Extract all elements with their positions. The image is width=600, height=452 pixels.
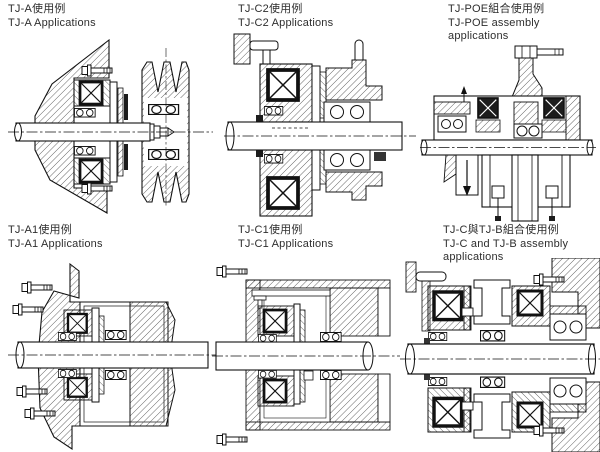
bearing-icon (319, 370, 342, 380)
tj-poe-drum (443, 154, 571, 222)
bearing-icon (427, 332, 448, 341)
title-zh: TJ-A1使用例 (8, 224, 72, 236)
bolt-icon (216, 433, 248, 446)
tj-cb-upper-assembly (424, 279, 587, 344)
tj-poe-drawing (420, 45, 596, 222)
bearing-icon (104, 370, 127, 380)
tj-c2-torque-arm (233, 33, 279, 65)
label-tj-a: TJ-A使用例 TJ-A Applications (8, 3, 96, 30)
title-zh: TJ-C2使用例 (238, 3, 303, 15)
tj-cb-drawing (400, 258, 600, 452)
tj-a-drawing (8, 38, 213, 214)
bearing-icon (57, 332, 77, 341)
bearing-icon (263, 154, 284, 164)
title-zh: TJ-POE組合使用例 (448, 3, 545, 15)
bolt-icon (21, 281, 53, 294)
title-en: TJ-A Applications (8, 16, 96, 29)
label-tj-cb: TJ-C與TJ-B組合使用例 TJ-C and TJ-B assembly ap… (443, 224, 568, 265)
bearing-icon (147, 103, 180, 116)
bearing-icon (479, 330, 506, 342)
tj-c1-drawing (212, 265, 400, 446)
bearing-icon (257, 369, 277, 379)
title-en2: applications (443, 251, 504, 263)
bearing-icon (257, 333, 277, 343)
tj-c2-drawing (224, 33, 416, 217)
label-tj-poe: TJ-POE組合使用例 TJ-POE assembly applications (448, 3, 544, 44)
tj-c2-limiter (256, 63, 327, 217)
title-en: TJ-C1 Applications (238, 237, 334, 250)
bearing-icon (104, 330, 127, 340)
tj-a1-drawing (8, 262, 216, 451)
bolt-icon (12, 303, 44, 316)
title-zh: TJ-A使用例 (8, 3, 66, 15)
label-tj-c1: TJ-C1使用例 TJ-C1 Applications (238, 224, 333, 251)
label-tj-c2: TJ-C2使用例 TJ-C2 Applications (238, 3, 333, 30)
bearing-icon (73, 107, 96, 118)
bearing-icon (57, 369, 77, 378)
bearing-icon (147, 148, 180, 161)
tj-poe-top-bolt (509, 45, 564, 103)
title-en: TJ-A1 Applications (8, 237, 103, 250)
bearing-icon (73, 146, 96, 156)
bearing-icon (263, 105, 284, 116)
bearing-icon (319, 332, 342, 342)
tj-a-shaft (14, 122, 175, 142)
title-en2: applications (448, 30, 509, 42)
tj-c2-hub (323, 39, 386, 201)
bolt-icon (216, 265, 248, 278)
title-zh: TJ-C與TJ-B組合使用例 (443, 224, 559, 236)
title-en: TJ-C and TJ-B assembly (443, 237, 569, 250)
title-en: TJ-POE assembly (448, 16, 540, 29)
tj-poe-limiter-band (433, 86, 581, 141)
title-zh: TJ-C1使用例 (238, 224, 303, 236)
label-tj-a1: TJ-A1使用例 TJ-A1 Applications (8, 224, 103, 251)
title-en: TJ-C2 Applications (238, 16, 334, 29)
